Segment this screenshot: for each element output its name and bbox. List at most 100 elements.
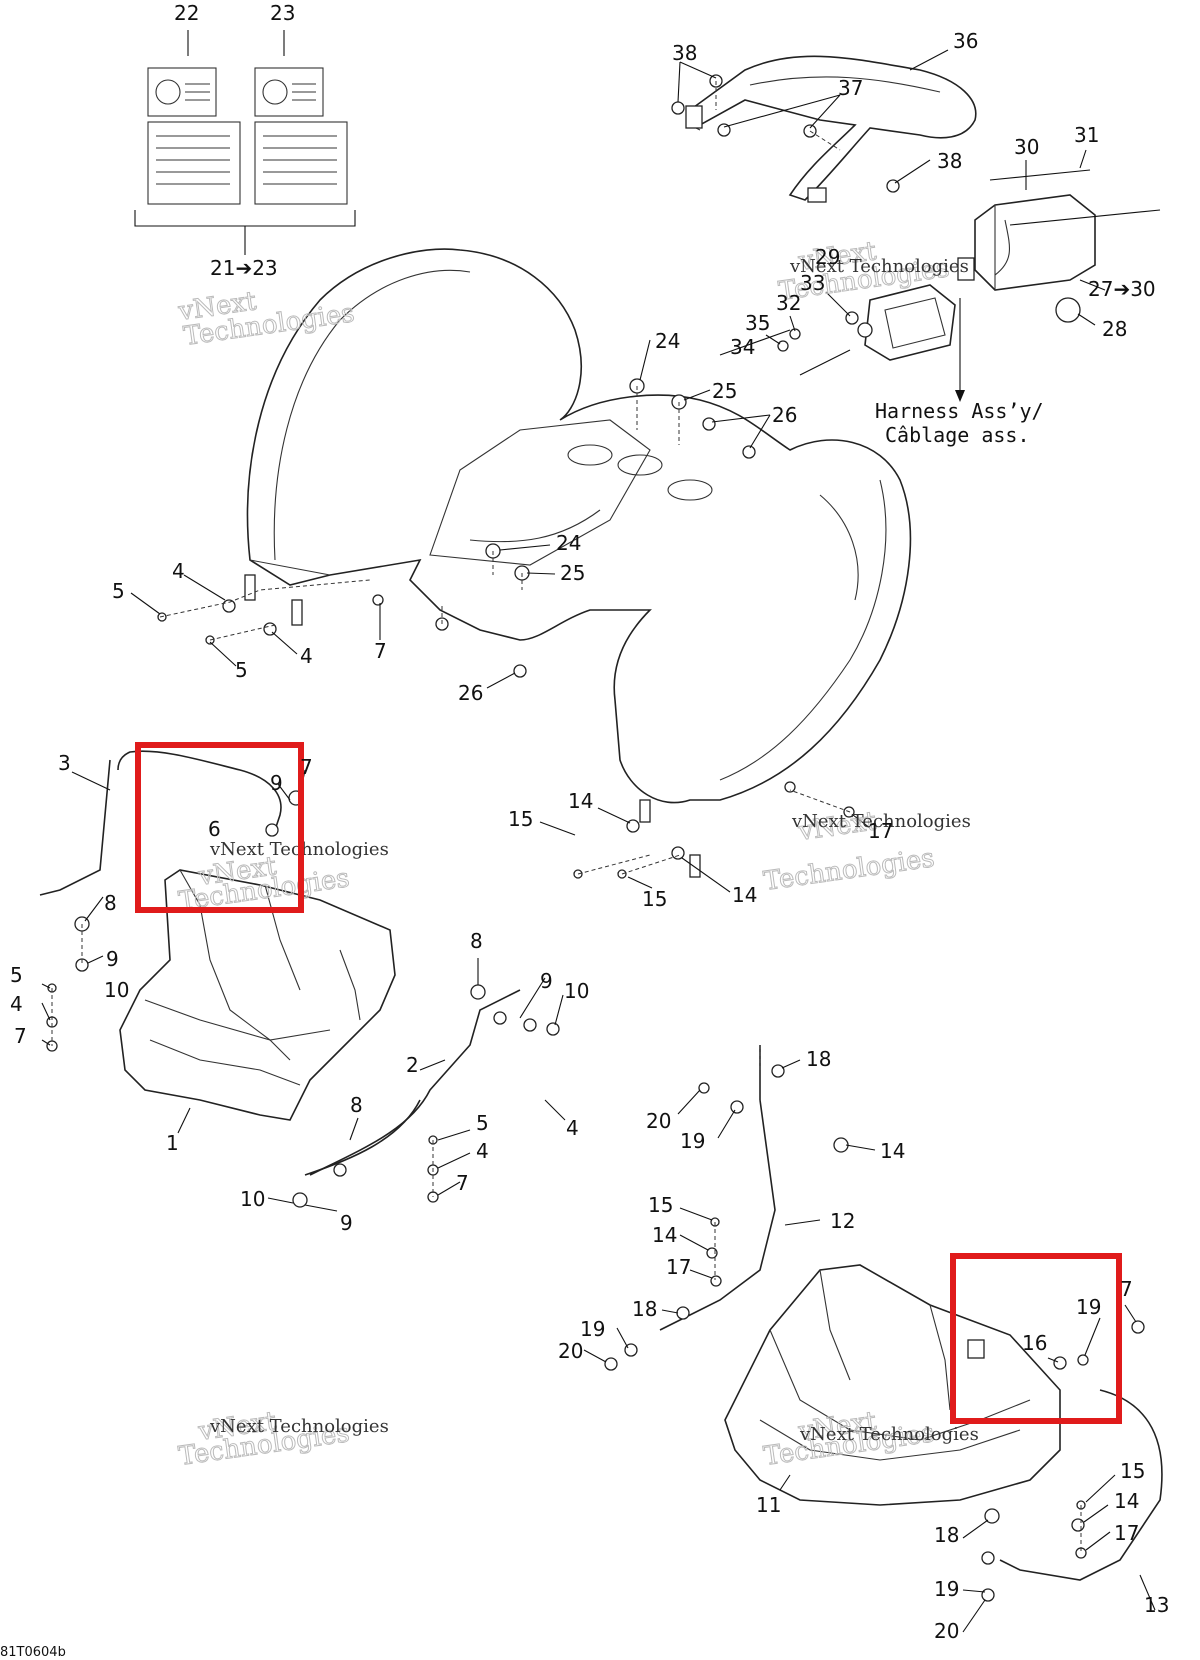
callout: 8 [470,929,483,953]
taillight-assembly [719,169,1161,402]
callout: 4 [476,1139,489,1163]
callout: 4 [566,1116,579,1140]
front-fender-rod-3 [117,750,282,831]
callout: 17 [868,819,893,843]
callout: 15 [642,887,667,911]
rear-grab-bar [685,55,977,203]
watermark-text: vNext Technologies [799,1424,979,1445]
callout: 4 [172,559,185,583]
callout: 29 [815,245,840,269]
callout: 15 [1120,1459,1145,1483]
highlight-front-fender-mount [135,742,304,913]
drawing-code: 81T0604b [0,1645,66,1660]
callout: 20 [934,1619,959,1643]
callout: 5 [476,1111,489,1135]
callout: 7 [456,1171,469,1195]
callout: 26 [772,403,797,427]
assembly-lines [51,81,1082,1553]
watermark-text: vNext Technologies [209,1416,389,1437]
front-support-rod-2 [292,984,537,1208]
callout: 10 [564,979,589,1003]
callout: 26 [458,681,483,705]
callout: 9 [540,969,553,993]
callout: 18 [806,1047,831,1071]
callout: 4 [10,992,23,1016]
callout: 6 [208,817,221,841]
callout: 33 [800,271,825,295]
callout: 14 [652,1223,677,1247]
callout: 25 [560,561,585,585]
callout: 13 [1144,1593,1169,1617]
callout: 24 [556,531,581,555]
callout: 5 [112,579,125,603]
callout: 14 [880,1139,905,1163]
callout: 19 [680,1129,705,1153]
callout: 16 [1022,1331,1047,1355]
callout: 5 [235,658,248,682]
callout: 20 [646,1109,671,1133]
callout: 7 [14,1024,27,1048]
callout: 28 [1102,317,1127,341]
callout: 25 [712,379,737,403]
highlight-rear-footwell-mount [950,1253,1122,1424]
callout: 35 [745,311,770,335]
callout: 19 [1076,1295,1101,1319]
callout: 20 [558,1339,583,1363]
callout: 14 [568,789,593,813]
callout: 34 [730,335,755,359]
callout: 17 [666,1255,691,1279]
callout: 36 [953,29,978,53]
callout: 32 [776,291,801,315]
callout: 5 [10,963,23,987]
callout: 30 [1014,135,1039,159]
callout: 37 [838,76,863,100]
decal-23-small [254,67,324,117]
callout: 31 [1074,123,1099,147]
callout: 18 [934,1523,959,1547]
leader-lines [41,49,1156,1633]
decal-group-label: 21➔23 [210,256,278,280]
callout: 8 [350,1093,363,1117]
callout: 19 [580,1317,605,1341]
callout: 17 [1114,1521,1139,1545]
callout: 8 [104,891,117,915]
rear-footwell-panel [659,1045,1163,1581]
callout: 14 [1114,1489,1139,1513]
callout: 9 [106,947,119,971]
callout: 15 [648,1193,673,1217]
callout: 7 [374,639,387,663]
harness-note-line2: Câblage ass. [885,423,1030,447]
callout: 19 [934,1577,959,1601]
callout: 7 [1120,1277,1133,1301]
callout: 23 [270,1,295,25]
callout: 10 [240,1187,265,1211]
decal-22-small [147,67,217,117]
callout: 9 [270,771,283,795]
svg-text:Technologies: Technologies [762,843,937,897]
callout: 38 [672,41,697,65]
callout: 14 [732,883,757,907]
callout: 2 [406,1053,419,1077]
callout: 24 [655,329,680,353]
watermark-text: vNext Technologies [789,256,969,277]
callout: 38 [937,149,962,173]
callout: 10 [104,978,129,1002]
decal-group [134,30,356,255]
harness-note-line1: Harness Ass’y/ [875,399,1044,423]
callout: 22 [174,1,199,25]
callout: 7 [300,755,313,779]
callout: 4 [300,644,313,668]
callout: 11 [756,1493,781,1517]
front-footwell-panel [39,750,396,1121]
taillight-range-label: 27➔30 [1088,277,1156,301]
callout: 9 [340,1211,353,1235]
rear-fender [244,248,912,878]
callout: 18 [632,1297,657,1321]
decal-21-large-right [254,121,348,205]
decal-21-large-left [147,121,241,205]
callout: 15 [508,807,533,831]
callout: 12 [830,1209,855,1233]
callout: 3 [58,751,71,775]
